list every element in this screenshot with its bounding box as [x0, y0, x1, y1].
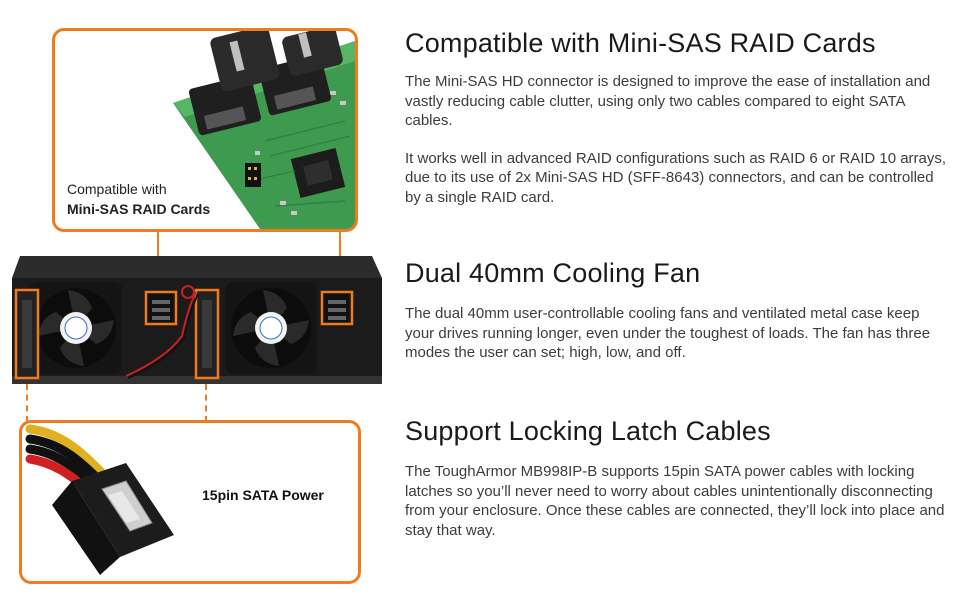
sata-power-cable-image [25, 424, 174, 575]
dashed-line-right [205, 384, 207, 422]
section-locking-latch: Support Locking Latch Cables The ToughAr… [405, 414, 950, 540]
section-paragraph: The dual 40mm user-controllable cooling … [405, 305, 931, 361]
drive-enclosure-image [12, 256, 382, 384]
section-heading-cooling-fan: Dual 40mm Cooling Fan [405, 258, 701, 288]
raid-card-image [173, 31, 355, 229]
fan-left [30, 282, 122, 374]
section-paragraph: The Mini-SAS HD connector is designed to… [405, 73, 931, 129]
raid-card-caption-line2: Mini-SAS RAID Cards [67, 201, 211, 217]
raid-card-caption: Compatible with Mini-SAS RAID Cards [67, 179, 227, 219]
section-paragraph: The ToughArmor MB998IP-B supports 15pin … [405, 463, 945, 539]
section-heading-locking-latch: Support Locking Latch Cables [405, 416, 771, 446]
section-heading-mini-sas: Compatible with Mini-SAS RAID Cards [405, 28, 876, 58]
section-mini-sas: Compatible with Mini-SAS RAID Cards The … [405, 26, 950, 207]
sata-power-callout: 15pin SATA Power [19, 420, 361, 584]
dashed-line-left [26, 384, 28, 422]
raid-card-caption-line1: Compatible with [67, 181, 167, 197]
fan-right [225, 282, 317, 374]
sata-power-caption: 15pin SATA Power [202, 487, 324, 503]
raid-card-callout: Compatible with Mini-SAS RAID Cards [52, 28, 358, 232]
section-paragraph: It works well in advanced RAID configura… [405, 149, 947, 206]
section-cooling-fan: Dual 40mm Cooling Fan The dual 40mm user… [405, 256, 950, 363]
